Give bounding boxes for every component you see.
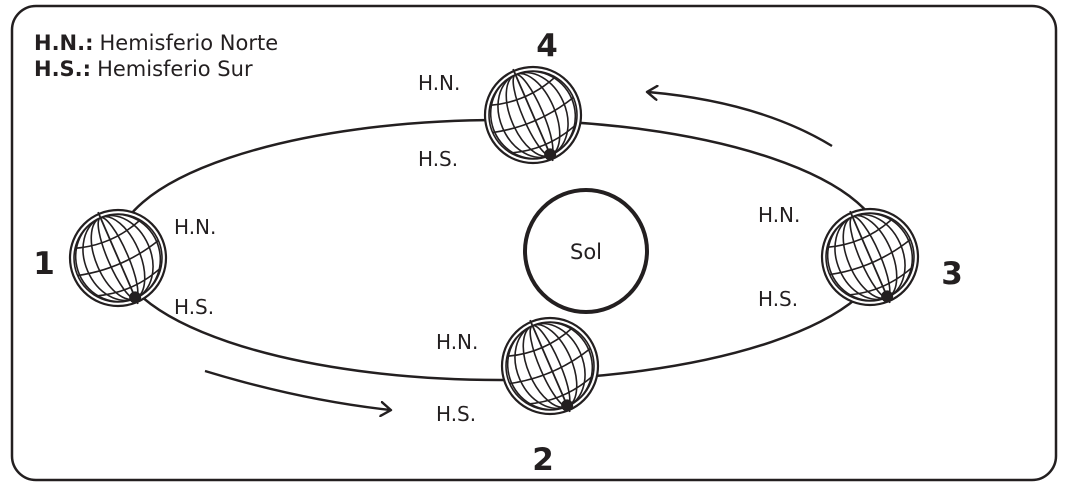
label-hn-position-1: H.N. — [174, 215, 216, 239]
label-hs-position-4: H.S. — [418, 147, 458, 171]
label-hn-position-4: H.N. — [418, 71, 460, 95]
earth-globe-1 — [68, 208, 168, 308]
orbit-ellipse — [114, 118, 886, 382]
direction-arrow-bottom — [204, 369, 390, 410]
position-number-4: 4 — [536, 28, 558, 64]
label-hn-position-3: H.N. — [758, 203, 800, 227]
position-number-2: 2 — [532, 442, 554, 478]
diagram-frame — [10, 4, 1058, 482]
legend-north: H.N.:Hemisferio Norte — [34, 31, 278, 55]
label-hn-position-2: H.N. — [436, 330, 478, 354]
globe-axis — [849, 210, 891, 304]
position-number-3: 3 — [941, 256, 963, 292]
globe-axis — [512, 68, 554, 162]
earth-globe-2 — [500, 316, 600, 416]
legend-south: H.S.:Hemisferio Sur — [34, 57, 253, 81]
label-hs-position-2: H.S. — [436, 402, 476, 426]
label-hs-position-1: H.S. — [174, 295, 214, 319]
direction-arrow-top — [648, 92, 833, 148]
globe-axis — [97, 211, 139, 305]
south-pole-dot — [881, 290, 894, 303]
south-pole-dot — [544, 148, 557, 161]
earth-globe-4 — [483, 65, 583, 165]
south-pole-dot — [561, 399, 574, 412]
earth-globe-3 — [820, 207, 920, 307]
label-hs-position-3: H.S. — [758, 287, 798, 311]
sun-circle — [523, 188, 649, 314]
sun-label: Sol — [570, 240, 602, 264]
globe-axis — [529, 319, 571, 413]
position-number-1: 1 — [33, 246, 55, 282]
south-pole-dot — [129, 291, 142, 304]
